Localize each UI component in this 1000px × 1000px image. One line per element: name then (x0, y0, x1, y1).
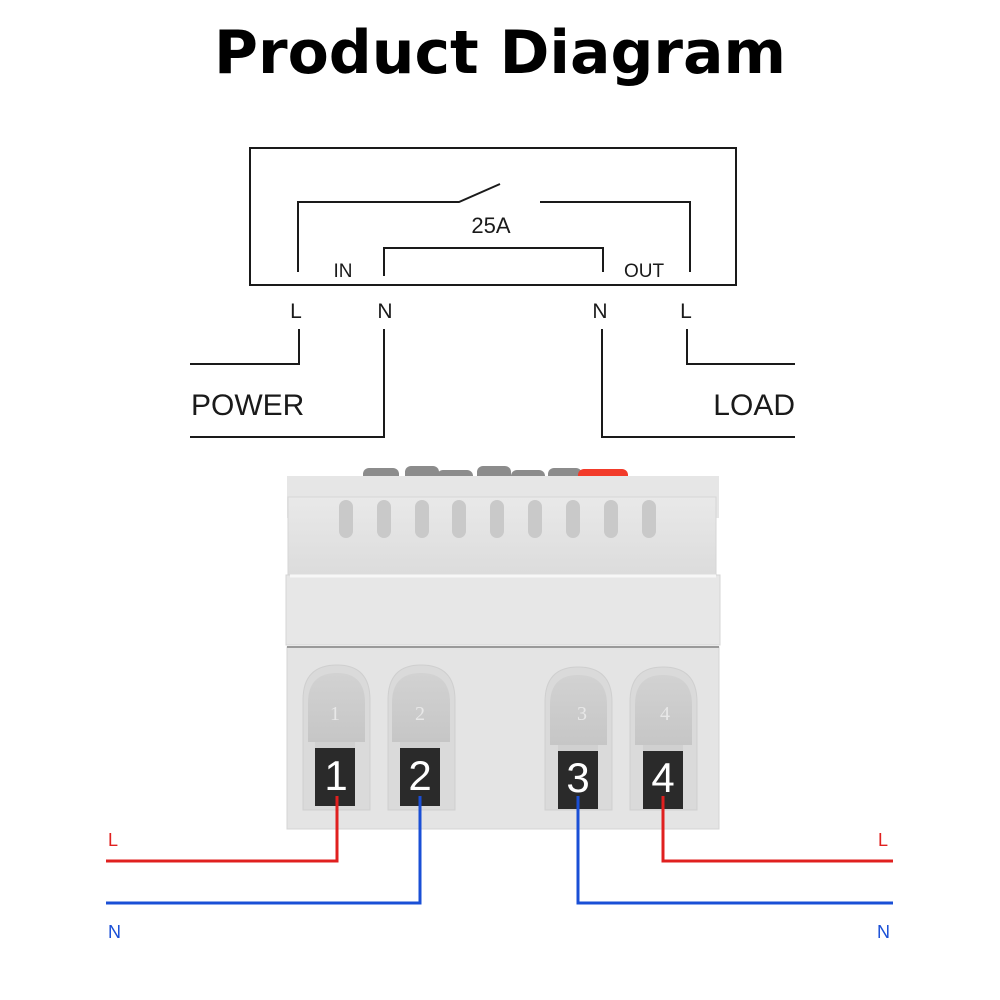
power-label: POWER (191, 389, 304, 422)
embossed-number-3: 3 (577, 703, 587, 725)
left-live-label: L (108, 830, 118, 850)
terminal-number-4: 4 (651, 754, 674, 801)
left-neutral-label: N (108, 922, 121, 942)
switch-input-line (297, 183, 501, 272)
load-live-wire (686, 329, 795, 365)
power-live-wire (190, 329, 300, 365)
load-label: LOAD (713, 389, 795, 422)
power-neutral-wire (190, 329, 385, 438)
terminal-label-out-n: N (592, 300, 607, 323)
page-title: Product Diagram (214, 18, 786, 88)
right-live-wire (661, 796, 893, 863)
embossed-number-4: 4 (660, 703, 670, 725)
right-neutral-wire (576, 796, 893, 905)
load-neutral-wire (601, 329, 795, 438)
terminal-2 (387, 664, 456, 811)
left-neutral-wire (106, 796, 422, 905)
rating-label: 25A (471, 213, 510, 238)
terminal-1 (302, 664, 371, 811)
terminal-4 (629, 666, 698, 811)
embossed-number-2: 2 (415, 703, 425, 725)
embossed-number-1: 1 (330, 703, 340, 725)
switch-output-line (540, 201, 691, 272)
terminal-label-in-l: L (290, 300, 302, 323)
terminal-label-out-l: L (680, 300, 692, 323)
right-live-label: L (878, 830, 888, 850)
terminal-number-2: 2 (408, 752, 431, 799)
terminal-label-in-n: N (377, 300, 392, 323)
in-label: IN (334, 261, 353, 282)
colored-wiring (106, 796, 893, 905)
terminal-number-1: 1 (324, 752, 347, 799)
device-enclosure-outline (249, 147, 737, 286)
schematic (190, 147, 795, 438)
terminal-number-3: 3 (566, 754, 589, 801)
out-label: OUT (624, 261, 665, 282)
right-neutral-label: N (877, 922, 890, 942)
housing-middle-band (285, 574, 721, 646)
vent-slots (339, 500, 656, 538)
neutral-bridge-line (383, 247, 604, 276)
device-illustration: 1 2 3 4 1 2 3 4 (285, 466, 721, 830)
terminal-3 (544, 666, 613, 811)
left-live-wire (106, 796, 339, 863)
